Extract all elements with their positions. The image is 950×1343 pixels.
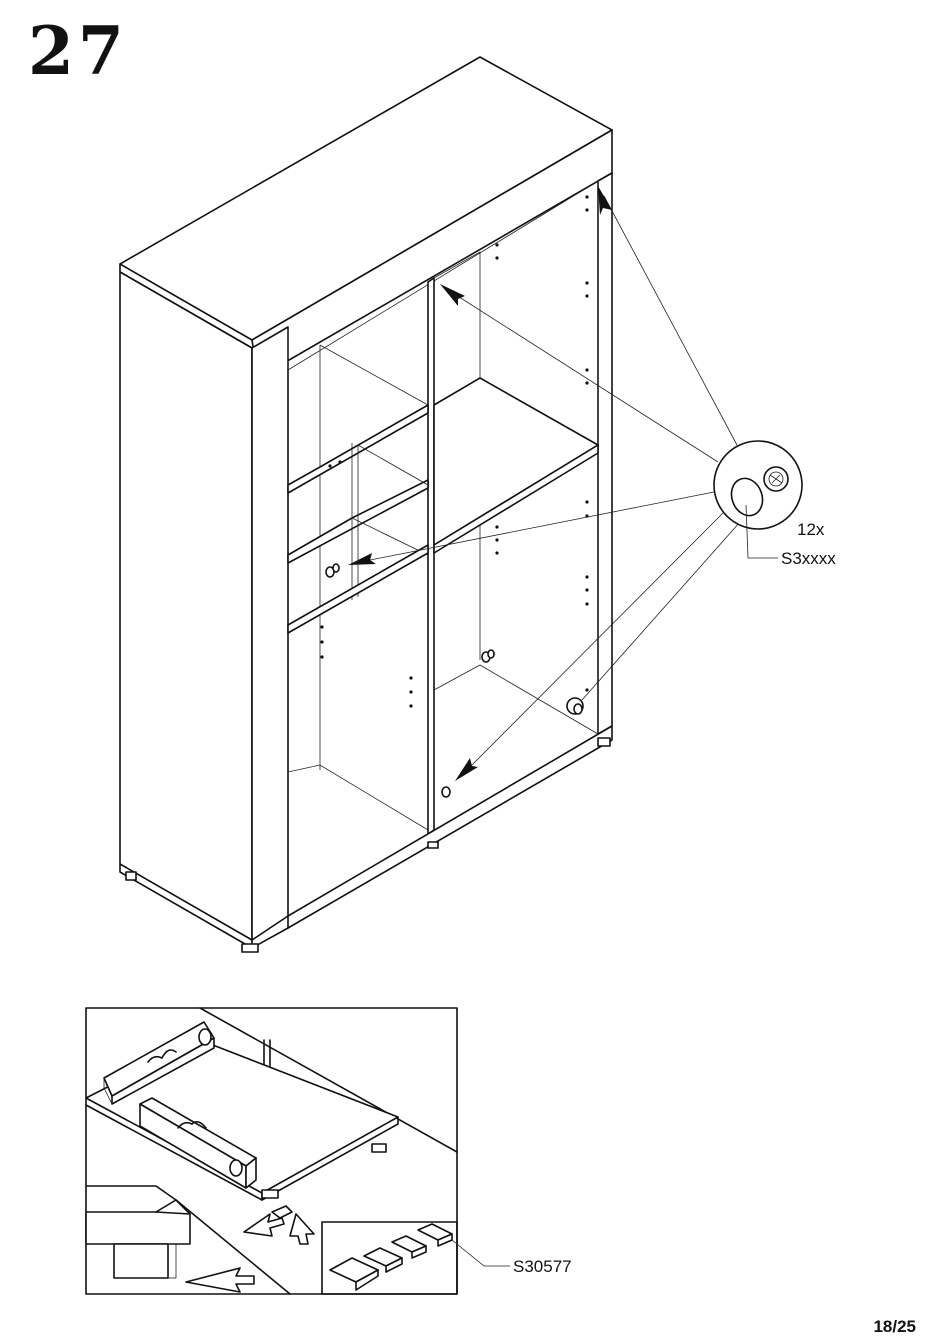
cabinet-center-divider <box>428 278 434 834</box>
cabinet-foot-front <box>242 944 258 952</box>
cabinet-foot-right <box>598 738 610 746</box>
cabinet-foot-left <box>126 872 136 880</box>
hardware-part-code-label: S3xxxx <box>781 550 836 567</box>
cabinet-bottom-panel <box>288 726 612 928</box>
cabinet-illustration <box>120 57 612 952</box>
page-number: 18/25 <box>873 1318 916 1335</box>
levelling-detail-inset <box>86 1008 510 1294</box>
levelling-shims <box>330 1224 452 1290</box>
shim-part-code-label: S30577 <box>513 1258 572 1275</box>
cabinet-left-front-edge <box>252 327 288 940</box>
connector-holes <box>326 564 583 797</box>
cabinet-right-front-edge <box>598 173 612 734</box>
cabinet-left-side <box>120 272 252 940</box>
hardware-quantity-label: 12x <box>797 521 824 538</box>
cover-cap-callout <box>714 441 802 558</box>
